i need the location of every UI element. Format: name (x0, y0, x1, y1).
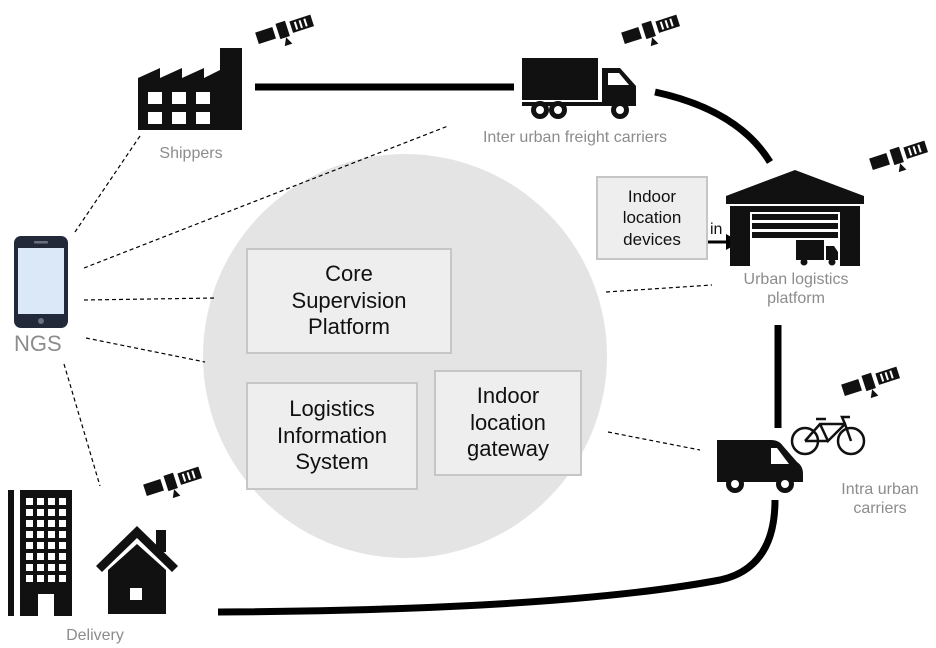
factory-icon (138, 48, 242, 130)
core-supervision-platform-box: Core Supervision Platform (246, 248, 452, 354)
circle-van-link (607, 431, 701, 451)
system-circle (203, 154, 607, 558)
delivery-label: Delivery (66, 627, 124, 644)
bicycle-icon (790, 415, 866, 456)
smartphone-icon (14, 236, 68, 328)
satellite-icon (143, 466, 203, 498)
ngs-core-link (83, 297, 217, 301)
indoor-location-gateway-box: Indoor location gateway (434, 370, 582, 476)
satellite-icon (841, 366, 901, 398)
satellite-icon (255, 14, 315, 46)
inter-urban-label: Inter urban freight carriers (482, 129, 668, 146)
satellite-icon (621, 14, 681, 46)
ngs-shippers-link (74, 135, 141, 233)
warehouse-icon (726, 170, 864, 266)
van-to-delivery-link (217, 499, 779, 616)
ngs-lis-link (85, 337, 206, 363)
satellite-icon (869, 140, 929, 172)
ngs-delivery-link (63, 363, 101, 487)
house-icon (96, 526, 178, 614)
indoor-location-devices-box: Indoor location devices (596, 176, 708, 260)
van-icon (717, 440, 803, 493)
logistics-information-system-box: Logistics Information System (246, 382, 418, 490)
truck-icon (522, 58, 636, 119)
intra-urban-label: Intra urban carriers (841, 481, 919, 518)
urban-platform-label: Urban logistics platform (743, 271, 849, 308)
circle-platform-link (605, 284, 713, 293)
ngs-label: NGS (14, 331, 62, 356)
office-building-icon (8, 490, 72, 616)
arrow-in-label: in (710, 221, 723, 238)
truck-to-platform-link (654, 88, 773, 164)
ngs-inter-urban-link (83, 125, 449, 269)
shippers-label: Shippers (159, 145, 223, 162)
